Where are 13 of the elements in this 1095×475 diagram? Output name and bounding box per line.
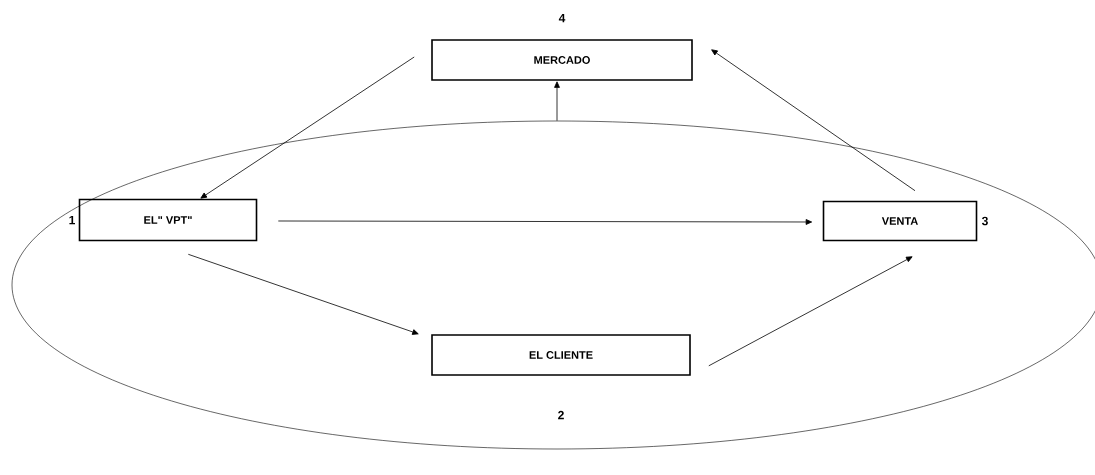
arrow: [187, 253, 419, 335]
number-label: 3: [981, 216, 988, 226]
number-label: 1: [69, 215, 75, 225]
arrow: [554, 81, 560, 122]
arrow: [277, 219, 813, 225]
process-box: EL CLIENTE: [431, 334, 691, 376]
arrow: [200, 56, 415, 199]
number-label: 4: [558, 13, 566, 23]
arrow: [711, 49, 916, 192]
arrow: [708, 256, 913, 367]
process-box: VENTA: [822, 200, 978, 242]
number-label: 2: [558, 410, 564, 420]
process-box: MERCADO: [431, 39, 693, 81]
